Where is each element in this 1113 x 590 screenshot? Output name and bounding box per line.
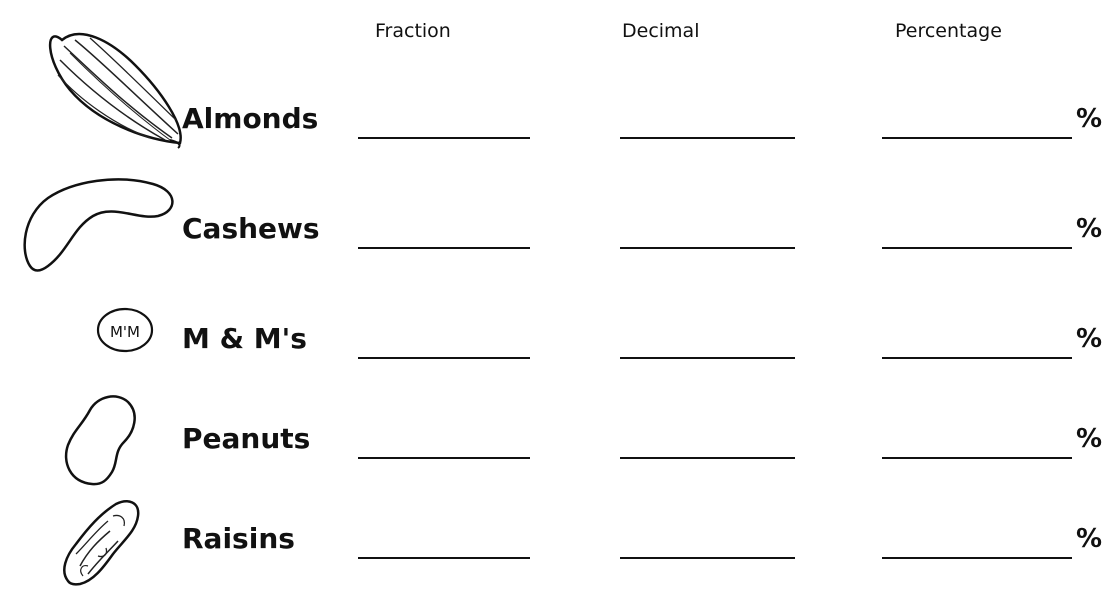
decimal-blank[interactable] [620, 247, 795, 249]
decimal-blank[interactable] [620, 457, 795, 459]
label-peanuts: Peanuts [182, 422, 311, 455]
percentage-blank[interactable] [882, 557, 1072, 559]
row-almonds: Almonds % [0, 32, 1113, 170]
header-percentage: Percentage [895, 20, 1002, 42]
percent-sign: % [1076, 424, 1103, 454]
cashew-icon [18, 176, 178, 276]
fraction-blank[interactable] [358, 557, 530, 559]
row-peanuts: Peanuts % [0, 395, 1113, 490]
percentage-blank[interactable] [882, 137, 1072, 139]
almond-icon [40, 20, 190, 150]
percent-sign: % [1076, 324, 1103, 354]
percentage-blank[interactable] [882, 247, 1072, 249]
raisin-icon [58, 496, 148, 586]
decimal-blank[interactable] [620, 357, 795, 359]
label-almonds: Almonds [182, 102, 319, 135]
fraction-blank[interactable] [358, 457, 530, 459]
peanut-icon [62, 390, 142, 490]
row-cashews: Cashews % [0, 178, 1113, 280]
fraction-blank[interactable] [358, 137, 530, 139]
percentage-blank[interactable] [882, 357, 1072, 359]
percentage-blank[interactable] [882, 457, 1072, 459]
label-mms: M & M's [182, 322, 307, 355]
percent-sign: % [1076, 104, 1103, 134]
fraction-blank[interactable] [358, 357, 530, 359]
row-raisins: Raisins % [0, 500, 1113, 590]
percent-sign: % [1076, 524, 1103, 554]
header-decimal: Decimal [622, 20, 700, 42]
mm-logo-text: M'M [110, 323, 140, 341]
header-fraction: Fraction [375, 20, 451, 42]
label-raisins: Raisins [182, 522, 295, 555]
percent-sign: % [1076, 214, 1103, 244]
decimal-blank[interactable] [620, 557, 795, 559]
mm-candy-icon: M'M [95, 306, 155, 354]
label-cashews: Cashews [182, 212, 320, 245]
row-mms: M'M M & M's % [0, 300, 1113, 390]
decimal-blank[interactable] [620, 137, 795, 139]
fraction-blank[interactable] [358, 247, 530, 249]
